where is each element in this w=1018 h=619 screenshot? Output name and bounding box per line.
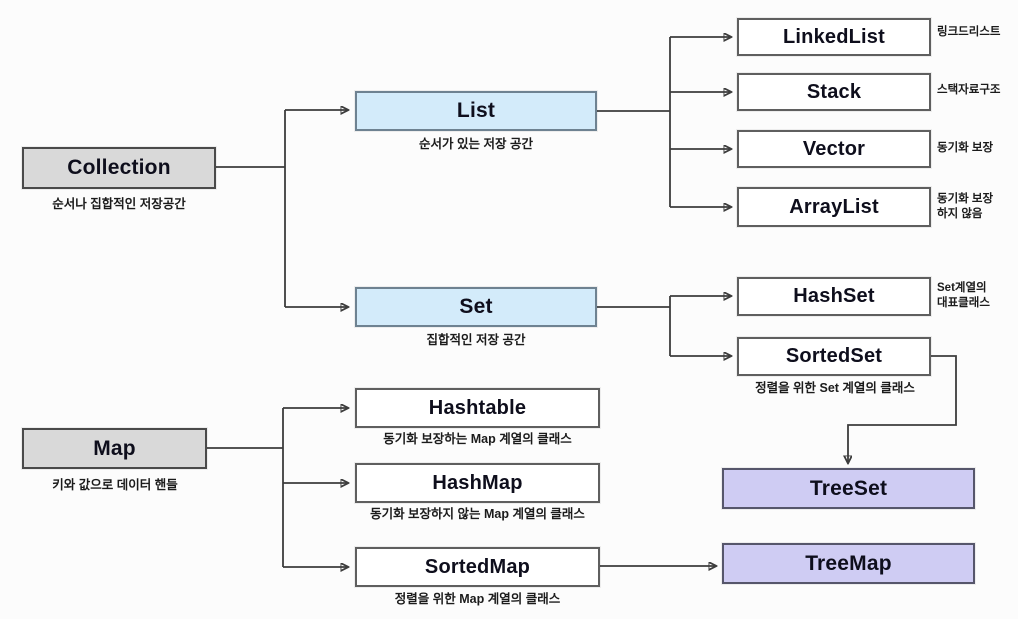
node-set: Set	[355, 287, 597, 327]
node-map: Map	[22, 428, 207, 469]
caption-sortedmap: 정렬을 위한 Map 계열의 클래스	[394, 592, 561, 606]
note-stack: 스택자료구조	[937, 84, 1001, 96]
note-hashset: Set계열의 대표클래스	[937, 282, 990, 309]
node-hashset: HashSet	[737, 277, 931, 316]
caption-map: 키와 값으로 데이터 핸들	[52, 478, 178, 492]
node-sortedmap: SortedMap	[355, 547, 600, 587]
node-hashmap: HashMap	[355, 463, 600, 503]
note-vector: 동기화 보장	[937, 142, 994, 154]
caption-list: 순서가 있는 저장 공간	[419, 137, 533, 151]
node-list: List	[355, 91, 597, 131]
node-collection: Collection	[22, 147, 216, 189]
caption-sortedset: 정렬을 위한 Set 계열의 클래스	[755, 381, 915, 395]
node-sortedset: SortedSet	[737, 337, 931, 376]
caption-hashmap: 동기화 보장하지 않는 Map 계열의 클래스	[370, 507, 585, 521]
node-arraylist: ArrayList	[737, 187, 931, 227]
node-hashtable: Hashtable	[355, 388, 600, 428]
note-arraylist: 동기화 보장 하지 않음	[937, 193, 994, 220]
node-stack: Stack	[737, 73, 931, 111]
note-linkedlist: 링크드리스트	[937, 26, 1001, 38]
node-treeset: TreeSet	[722, 468, 975, 509]
caption-hashtable: 동기화 보장하는 Map 계열의 클래스	[383, 432, 572, 446]
node-treemap: TreeMap	[722, 543, 975, 584]
node-vector: Vector	[737, 130, 931, 168]
caption-set: 집합적인 저장 공간	[426, 333, 526, 347]
node-linkedlist: LinkedList	[737, 18, 931, 56]
caption-collection: 순서나 집합적인 저장공간	[52, 197, 186, 211]
